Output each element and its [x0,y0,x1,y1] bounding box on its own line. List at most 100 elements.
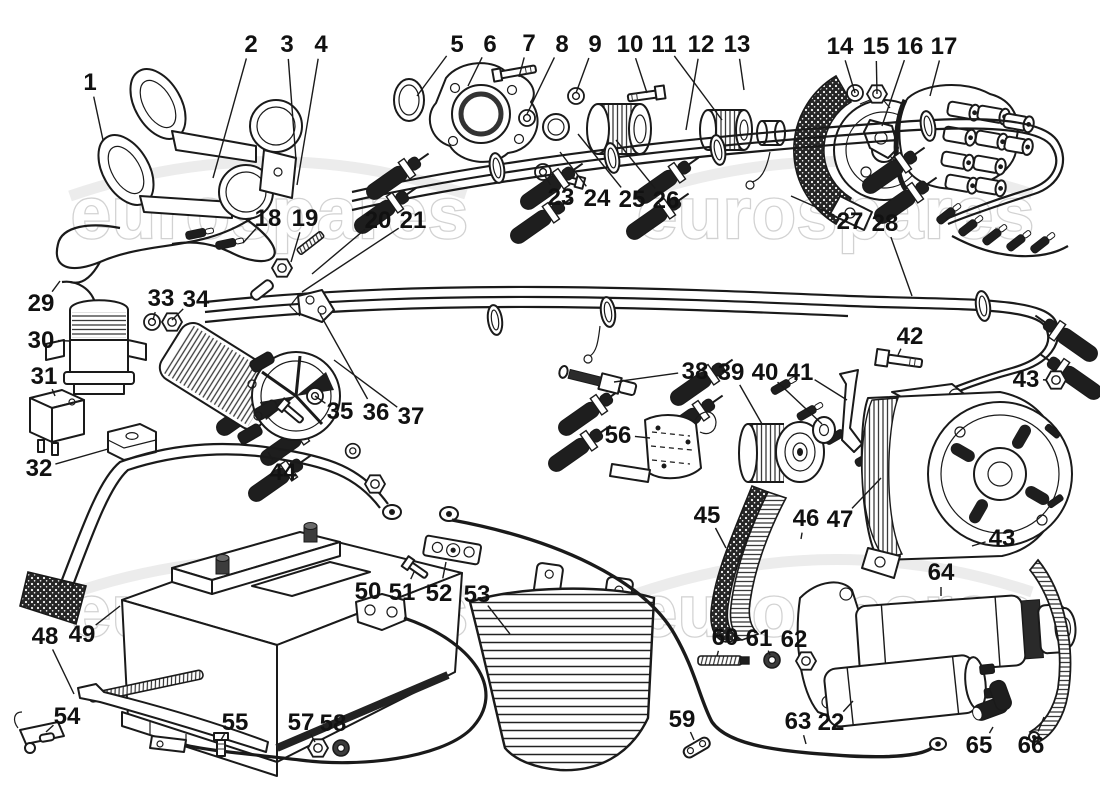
clamp [863,119,899,159]
callout-59: 59 [669,706,696,733]
cap-wire-ends [935,201,1069,258]
callout-42: 42 [897,323,924,350]
callout-6: 6 [483,31,496,58]
callout-58: 58 [320,710,347,737]
battery-cable [19,442,459,626]
washer-61 [763,651,781,669]
washer-58 [332,739,350,757]
leader-line [220,733,226,741]
leader-line [152,311,156,321]
clip-59 [682,736,711,759]
leader-line [45,724,54,733]
callout-3: 3 [280,31,293,58]
leader-line [93,96,104,141]
callout-46: 46 [793,505,820,532]
callout-33: 33 [148,285,175,312]
callout-5: 5 [450,31,463,58]
washer-small [567,87,585,105]
callout-51: 51 [389,579,416,606]
callout-9: 9 [588,31,601,58]
leader-line [242,228,257,244]
leader-line [51,388,56,397]
leader-line [875,60,878,95]
leader-line [777,381,823,425]
callout-30: 30 [28,327,55,354]
clamp-54 [13,711,65,754]
callout-35: 35 [327,398,354,425]
leader-line [800,532,803,540]
callout-19: 19 [292,205,319,232]
leader-line [790,195,835,216]
pulley-washer [812,416,836,444]
leader-line [988,726,994,734]
callout-63: 63 [785,708,812,735]
callout-12: 12 [688,31,715,58]
terminal-boot [972,679,1012,721]
stud-bolt [491,64,537,83]
leader-line [442,561,447,579]
callout-50: 50 [355,578,382,605]
distributor-gasket [793,74,853,226]
terminal-block-52 [422,534,483,566]
callout-62: 62 [781,626,808,653]
callout-14: 14 [827,33,854,60]
callout-61: 61 [746,625,773,652]
callout-40: 40 [752,359,779,386]
motor-bracket [289,289,335,323]
callout-25: 25 [619,186,646,213]
callout-13: 13 [724,31,751,58]
leader-line [55,448,109,465]
callout-16: 16 [897,33,924,60]
leader-line [526,57,556,115]
callout-66: 66 [1018,732,1045,759]
leader-line [310,733,316,743]
horn-motor [158,322,341,445]
distributor-mount [829,195,873,231]
nut-43a [1045,370,1067,390]
callout-20: 20 [365,207,392,234]
callout-10: 10 [617,31,644,58]
callout-60: 60 [712,624,739,651]
callout-49: 49 [69,621,96,648]
callout-22: 22 [818,709,845,736]
bracket-41 [839,369,863,453]
bearing [586,103,652,155]
callout-55: 55 [222,709,249,736]
leader-line [311,228,366,275]
ground-strap [149,593,488,765]
nut-34 [161,312,183,332]
leader-line [814,379,848,401]
washer-33 [143,313,161,331]
flex-strap [1028,558,1072,744]
leader-line [314,395,326,404]
spark-plug [558,365,638,396]
callout-54: 54 [54,703,81,730]
leader-line [971,541,986,547]
callout-8: 8 [555,31,568,58]
leader-line [301,227,400,293]
callout-2: 2 [244,31,257,58]
leader-line [689,731,695,741]
callout-45: 45 [694,502,721,529]
nut-62 [795,651,817,671]
callout-26: 26 [653,187,680,214]
relay [29,389,85,456]
leader-line [842,700,854,713]
callout-29: 29 [28,290,55,317]
callout-48: 48 [32,623,59,650]
leader-line [615,139,656,189]
callout-43: 43 [1013,366,1040,393]
callout-52: 52 [426,580,453,607]
screw-51 [400,555,429,579]
leader-line [544,175,552,186]
heat-shield [609,411,717,483]
leader-line [51,649,75,695]
leader-line [673,55,723,121]
callout-65: 65 [966,732,993,759]
callout-44: 44 [270,459,297,486]
leader-line [559,151,587,187]
callout-15: 15 [863,33,890,60]
horn-compressor [45,280,147,395]
leader-line [685,58,699,131]
